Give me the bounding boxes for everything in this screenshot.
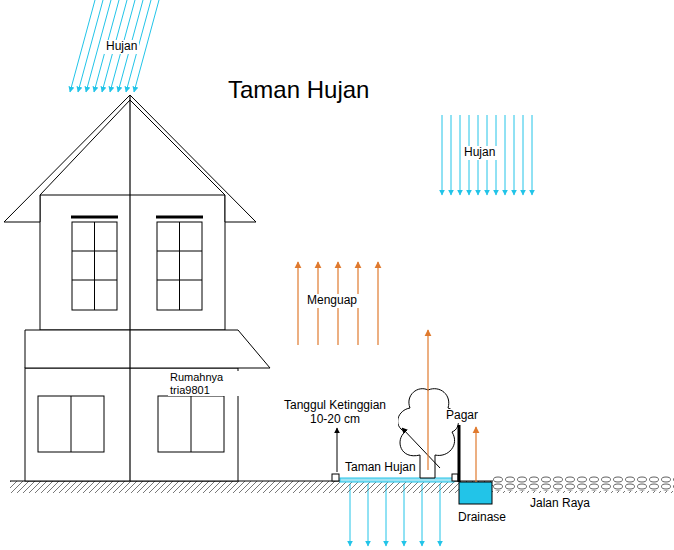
drain-evaporation-arrow [475,427,476,482]
rain-arrow [505,115,506,195]
evaporation-arrow [297,262,298,345]
downspout [129,95,130,481]
infiltration-arrow [404,484,405,546]
rain-arrow [70,0,95,92]
evaporation-arrow [377,262,378,345]
fence-label: Pagar [444,409,480,423]
infiltration-arrow [386,484,387,546]
infiltration-arrows [350,484,440,546]
rain-garden-label: Taman Hujan [343,461,418,475]
transpiration-arrow [427,330,428,470]
canopy [25,330,270,368]
rain-arrows [70,0,532,195]
road-bed [493,476,674,491]
rain-arrow [460,115,461,195]
road-label: Jalan Raya [528,497,592,511]
bund [452,474,458,481]
bund-pointer [337,428,338,472]
rain-garden-bed [340,478,454,482]
rain-arrow [523,115,524,195]
fence [458,425,461,482]
road-stones [493,476,674,491]
drain-label: Drainase [456,511,508,525]
window-panes [71,217,203,452]
house-upper-floor [40,195,225,330]
bund [332,474,339,481]
house-label: Rumahnya tria9801 [168,371,242,396]
rain-arrow [442,115,443,195]
infiltration-arrow [422,484,423,546]
rain-arrow [514,115,515,195]
rain-arrow [78,0,103,92]
title: Taman Hujan [228,76,369,104]
infiltration-arrow [440,484,441,546]
rain-arrow [532,115,533,195]
drain [459,482,492,504]
infiltration-arrow [368,484,369,546]
evaporation-label: Menguap [305,294,359,308]
rain-label: Hujan [462,146,497,160]
evaporation-arrows [298,262,378,345]
bund-label: Tanggul Ketinggian 10-20 cm [272,399,398,427]
rain-arrow [451,115,452,195]
rain-label: Hujan [104,40,139,54]
infiltration-arrow [350,484,351,546]
